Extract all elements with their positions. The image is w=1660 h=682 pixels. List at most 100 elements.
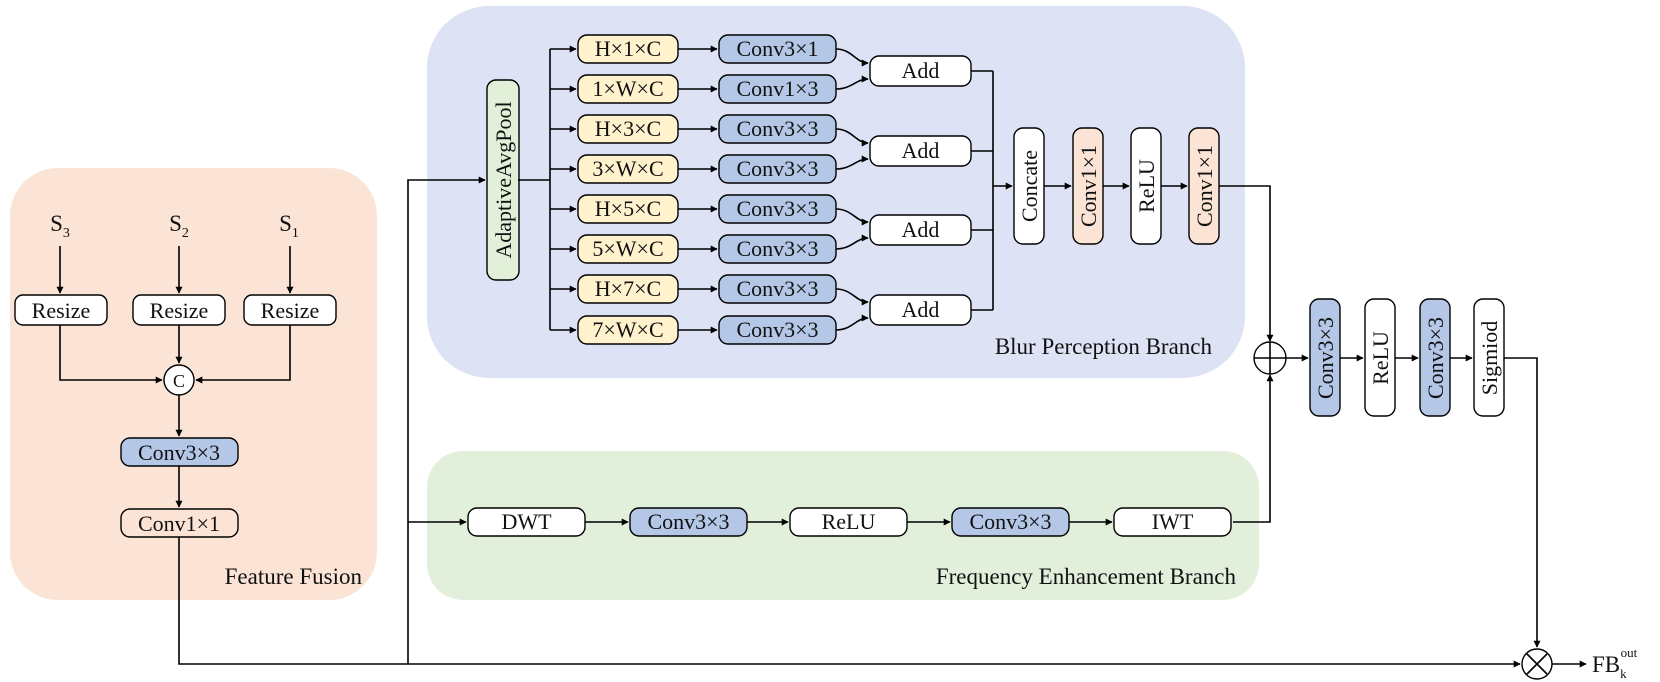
resize-s1-label: Resize (261, 298, 320, 323)
blur-rows: H×1×C Conv3×1 1×W×C Conv1×3H×3×C Conv3×3 3×W×… (550, 34, 993, 345)
concate-label: Concate (1017, 150, 1042, 222)
head-step-2-node: Conv3×3 (1419, 298, 1451, 417)
conv-to-add-edge-b-2 (835, 234, 869, 250)
freq-step-4-node: IWT (1113, 507, 1232, 537)
head-step-3-node: Sigmiod (1473, 298, 1505, 417)
add-2-label: Add (902, 217, 940, 242)
head-step-3-label: Sigmiod (1477, 321, 1502, 396)
add-3-node: Add (869, 294, 972, 326)
input-s1: S1 (279, 211, 299, 241)
ff-conv3x3-label: Conv3×3 (138, 440, 220, 465)
conv-to-add-edge-b-0 (835, 75, 869, 90)
kernel-1-label: 1×W×C (592, 76, 663, 101)
freq-step-2-node: ReLU (789, 507, 908, 537)
input-s3: S3 (50, 211, 70, 241)
freq-to-add-edge (1233, 374, 1274, 523)
concat-node: C (163, 364, 195, 396)
head-step-0-label: Conv3×3 (1313, 317, 1338, 399)
kernel-2-node: H×3×C (577, 114, 679, 144)
freq-step-1-label: Conv3×3 (647, 509, 729, 534)
resize-s2-node: Resize (132, 294, 226, 326)
resize-s1-node: Resize (243, 294, 337, 326)
blur-conv-2-label: Conv3×3 (736, 116, 818, 141)
blur-conv-6-label: Conv3×3 (736, 276, 818, 301)
freq-step-1-node: Conv3×3 (629, 507, 748, 537)
sigmoid-to-multiply-edge (1504, 357, 1541, 648)
ff-conv1x1-label: Conv1×1 (138, 511, 220, 536)
freq-step-0-label: DWT (501, 509, 552, 534)
freq-steps: DWT Conv3×3 ReLU Conv3×3 IWT (467, 507, 1232, 537)
blur-conv-6-node: Conv3×3 (718, 274, 837, 304)
blur-conv-3-label: Conv3×3 (736, 156, 818, 181)
conv-to-add-edge-a-3 (835, 288, 869, 306)
resize-s2-label: Resize (150, 298, 209, 323)
blur-conv1x1-a-node: Conv1×1 (1072, 127, 1104, 245)
multiply-node (1521, 648, 1553, 680)
conv-to-add-edge-b-1 (835, 155, 869, 170)
blur-conv1x1-a-label: Conv1×1 (1076, 145, 1101, 227)
kernel-5-label: 5×W×C (592, 236, 663, 261)
blur-conv-3-node: Conv3×3 (718, 154, 837, 184)
add-1-node: Add (869, 135, 972, 167)
blur-relu-label: ReLU (1134, 159, 1159, 213)
kernel-7-node: 7×W×C (577, 315, 679, 345)
blur-conv-4-label: Conv3×3 (736, 196, 818, 221)
freq-step-2-label: ReLU (822, 509, 876, 534)
add-0-node: Add (869, 55, 972, 87)
kernel-4-label: H×5×C (595, 196, 661, 221)
freq-step-4-label: IWT (1152, 509, 1194, 534)
blur-conv-1-node: Conv1×3 (718, 74, 837, 104)
concat-symbol: C (173, 371, 185, 391)
blur-conv1x1-b-node: Conv1×1 (1188, 127, 1220, 245)
head-step-0-node: Conv3×3 (1309, 298, 1341, 417)
blur-conv-7-label: Conv3×3 (736, 317, 818, 342)
blur-conv-0-node: Conv3×1 (718, 34, 837, 64)
kernel-4-node: H×5×C (577, 194, 679, 224)
blur-conv-4-node: Conv3×3 (718, 194, 837, 224)
adaptive-avg-pool-label: AdaptiveAvgPool (491, 101, 516, 258)
blur-relu-node: ReLU (1130, 127, 1162, 245)
conv-to-add-edge-a-1 (835, 128, 869, 147)
kernel-6-node: H×7×C (577, 274, 679, 304)
conv-to-add-edge-b-3 (835, 314, 869, 331)
multiply-cross-b (1526, 653, 1548, 675)
kernel-2-label: H×3×C (595, 116, 661, 141)
freq-step-0-node: DWT (467, 507, 586, 537)
ff-conv1x1-node: Conv1×1 (120, 508, 239, 538)
conv-to-add-edge-a-0 (835, 48, 869, 67)
blur-tail-edges (518, 49, 1274, 342)
kernel-3-label: 3×W×C (592, 156, 663, 181)
add-node (1253, 341, 1287, 375)
feature-fusion-edges (56, 176, 1521, 668)
kernel-0-node: H×1×C (577, 34, 679, 64)
kernel-3-node: 3×W×C (577, 154, 679, 184)
blur-conv-7-node: Conv3×3 (718, 315, 837, 345)
kernel-6-label: H×7×C (595, 276, 661, 301)
add-2-node: Add (869, 214, 972, 246)
kernel-5-node: 5×W×C (577, 234, 679, 264)
head-step-1-node: ReLU (1364, 298, 1396, 417)
blur-conv-5-label: Conv3×3 (736, 236, 818, 261)
output-label: FBkout (1592, 645, 1638, 681)
blur-conv1x1-b-label: Conv1×1 (1192, 145, 1217, 227)
add-3-label: Add (902, 297, 940, 322)
blur-conv-1-label: Conv1×3 (736, 76, 818, 101)
kernel-0-label: H×1×C (595, 36, 661, 61)
conv-to-add-edge-a-2 (835, 208, 869, 226)
input-s2: S2 (169, 211, 189, 241)
add-1-label: Add (902, 138, 940, 163)
freq-step-3-node: Conv3×3 (951, 507, 1070, 537)
blur-conv-0-label: Conv3×1 (736, 36, 818, 61)
blur-conv-5-node: Conv3×3 (718, 234, 837, 264)
frequency-enhancement-title: Frequency Enhancement Branch (936, 564, 1237, 589)
resize-s3-node: Resize (14, 294, 108, 326)
blur-conv-2-node: Conv3×3 (718, 114, 837, 144)
head-steps: Conv3×3 ReLU Conv3×3 Sigmiod (1286, 298, 1541, 648)
resize-s3-label: Resize (32, 298, 91, 323)
ff-conv3x3-node: Conv3×3 (120, 437, 239, 467)
head-step-1-label: ReLU (1368, 331, 1393, 385)
feature-fusion-inputs: S3 S2 S1 (50, 211, 299, 241)
blur-perception-title: Blur Perception Branch (995, 334, 1213, 359)
head-step-2-label: Conv3×3 (1423, 317, 1448, 399)
